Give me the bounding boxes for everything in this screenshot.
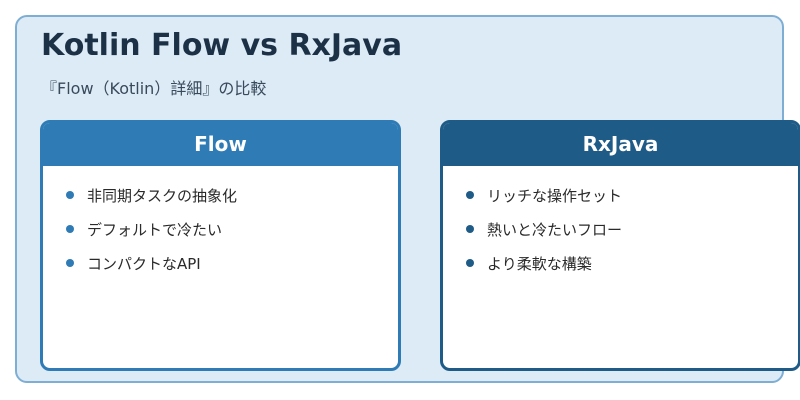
- flow-card: Flow 非同期タスクの抽象化 デフォルトで冷たい コンパクトなAPI: [40, 120, 401, 371]
- list-item: より柔軟な構築: [443, 252, 798, 286]
- list-item: 非同期タスクの抽象化: [43, 184, 398, 218]
- list-item-text: デフォルトで冷たい: [87, 221, 223, 239]
- rxjava-feature-list: リッチな操作セット 熱いと冷たいフロー より柔軟な構築: [443, 166, 798, 286]
- bullet-icon: [66, 225, 74, 233]
- list-item-text: 非同期タスクの抽象化: [87, 187, 238, 205]
- bullet-icon: [66, 259, 74, 267]
- flow-feature-list: 非同期タスクの抽象化 デフォルトで冷たい コンパクトなAPI: [43, 166, 398, 286]
- bullet-icon: [66, 191, 74, 199]
- list-item-text: コンパクトなAPI: [87, 255, 201, 273]
- page-title: Kotlin Flow vs RxJava: [41, 28, 403, 63]
- list-item: リッチな操作セット: [443, 184, 798, 218]
- rxjava-card: RxJava リッチな操作セット 熱いと冷たいフロー より柔軟な構築: [440, 120, 800, 371]
- list-item-text: 熱いと冷たいフロー: [487, 221, 623, 239]
- page-subtitle: 『Flow（Kotlin）詳細』の比較: [41, 79, 267, 98]
- bullet-icon: [466, 225, 474, 233]
- rxjava-card-heading: RxJava: [443, 123, 798, 166]
- bullet-icon: [466, 191, 474, 199]
- bullet-icon: [466, 259, 474, 267]
- list-item-text: より柔軟な構築: [487, 255, 592, 273]
- list-item: 熱いと冷たいフロー: [443, 218, 798, 252]
- list-item: コンパクトなAPI: [43, 252, 398, 286]
- list-item: デフォルトで冷たい: [43, 218, 398, 252]
- list-item-text: リッチな操作セット: [487, 187, 623, 205]
- flow-card-heading: Flow: [43, 123, 398, 166]
